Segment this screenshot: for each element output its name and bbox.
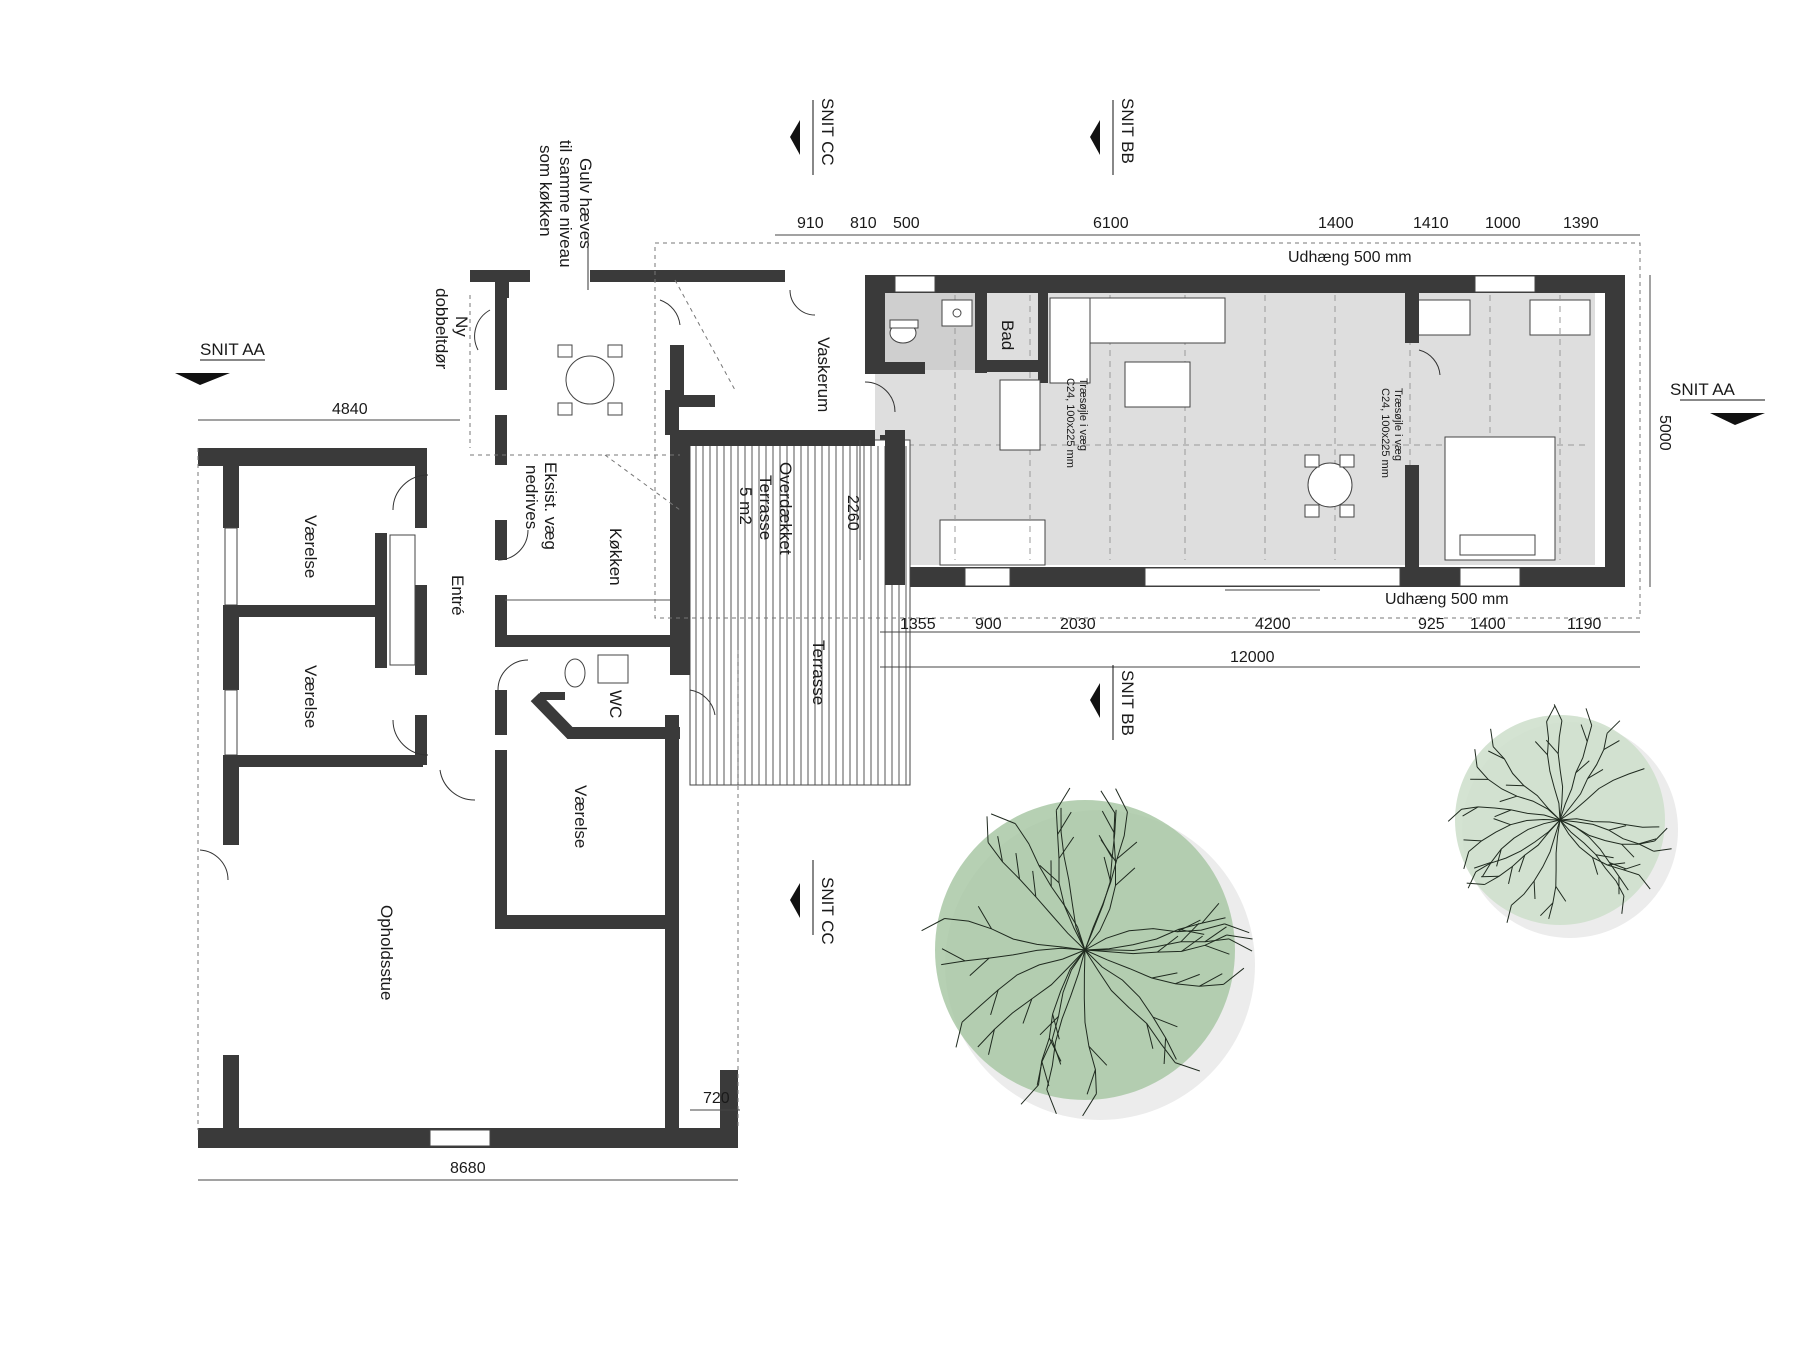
dim-top-5: 1400	[1318, 215, 1354, 232]
tree-right	[1447, 704, 1678, 938]
tree-left	[921, 787, 1255, 1120]
section-marker-aa-right	[1680, 399, 1765, 425]
room-label-opholdsstue: Opholdsstue	[377, 905, 396, 1000]
note-gulv-1: Gulv hæves	[576, 158, 595, 249]
dim-left-4840: 4840	[332, 401, 368, 418]
dimension-lines	[198, 234, 1651, 1181]
room-label-overdaekket-3: 5 m2	[736, 487, 755, 525]
room-label-overdaekket-1: Overdækket	[776, 462, 795, 555]
room-label-vaerelse-1: Værelse	[301, 515, 320, 578]
room-label-bad: Bad	[998, 320, 1017, 350]
dim-bottom-7: 1190	[1567, 616, 1602, 633]
dim-top-6: 1410	[1413, 215, 1449, 232]
section-label-aa-left: SNIT AA	[200, 340, 266, 359]
note-gulv-3: som køkken	[536, 145, 555, 237]
section-marker-cc-bottom	[790, 860, 814, 935]
annex-building	[864, 275, 1625, 591]
dim-top-7: 1000	[1485, 215, 1521, 232]
room-label-wc: WC	[606, 690, 625, 718]
room-label-entre: Entré	[448, 575, 467, 616]
dim-top-2: 810	[850, 215, 877, 232]
dim-top-8: 1390	[1563, 215, 1599, 232]
section-marker-bb-top	[1090, 100, 1114, 175]
note-vaeg-1: Eksist. væg	[541, 462, 560, 550]
section-label-bb-top: SNIT BB	[1118, 98, 1137, 164]
note-dor-1: Ny	[452, 316, 471, 337]
dim-side-720: 720	[703, 1090, 730, 1107]
dim-terrace-2260: 2260	[844, 495, 861, 531]
dim-bottom-1: 1355	[900, 616, 936, 633]
note-saojle-a2: C24, 100x225 mm	[1064, 378, 1076, 468]
dim-bottom-2: 900	[975, 616, 1002, 633]
note-gulv-2: til samme niveau	[556, 140, 575, 268]
note-saojle-a1: Træsøjle i væg	[1077, 378, 1089, 451]
main-house	[197, 242, 1641, 1148]
room-label-overdaekket-2: Terrasse	[756, 475, 775, 540]
section-marker-aa-left	[175, 359, 265, 385]
dim-bottom-3: 2030	[1060, 616, 1096, 633]
room-label-terrasse: Terrasse	[809, 640, 828, 705]
dim-bottom-6: 1400	[1470, 616, 1506, 633]
dim-total-12000: 12000	[1230, 649, 1275, 666]
dim-top-1: 910	[797, 215, 824, 232]
note-saojle-b1: Træsøjle i væg	[1392, 388, 1404, 461]
note-saojle-b2: C24, 100x225 mm	[1379, 388, 1391, 478]
room-label-vaerelse-2: Værelse	[301, 665, 320, 728]
section-marker-cc-top	[790, 100, 814, 175]
section-label-bb-bottom: SNIT BB	[1118, 670, 1137, 736]
dim-bottom-5: 925	[1418, 616, 1445, 633]
terrace	[670, 430, 911, 786]
note-dor-2: dobbeltdør	[432, 288, 451, 370]
note-udhaeng-bottom: Udhæng 500 mm	[1385, 591, 1509, 608]
section-label-cc-top: SNIT CC	[818, 98, 837, 166]
dim-top-3: 500	[893, 215, 920, 232]
dim-top-4: 6100	[1093, 215, 1129, 232]
section-label-aa-right: SNIT AA	[1670, 380, 1736, 399]
room-label-vaerelse-3: Værelse	[571, 785, 590, 848]
dim-bottom-4: 4200	[1255, 616, 1291, 633]
section-marker-bb-bottom	[1090, 665, 1114, 740]
dim-overall-8680: 8680	[450, 1160, 486, 1177]
note-vaeg-2: nedrives	[522, 465, 541, 529]
section-label-cc-bottom: SNIT CC	[818, 877, 837, 945]
room-label-koekken: Køkken	[606, 528, 625, 586]
room-label-vaskerum: Vaskerum	[814, 337, 833, 412]
note-udhaeng-top: Udhæng 500 mm	[1288, 249, 1412, 266]
dim-right-5000: 5000	[1656, 415, 1673, 451]
